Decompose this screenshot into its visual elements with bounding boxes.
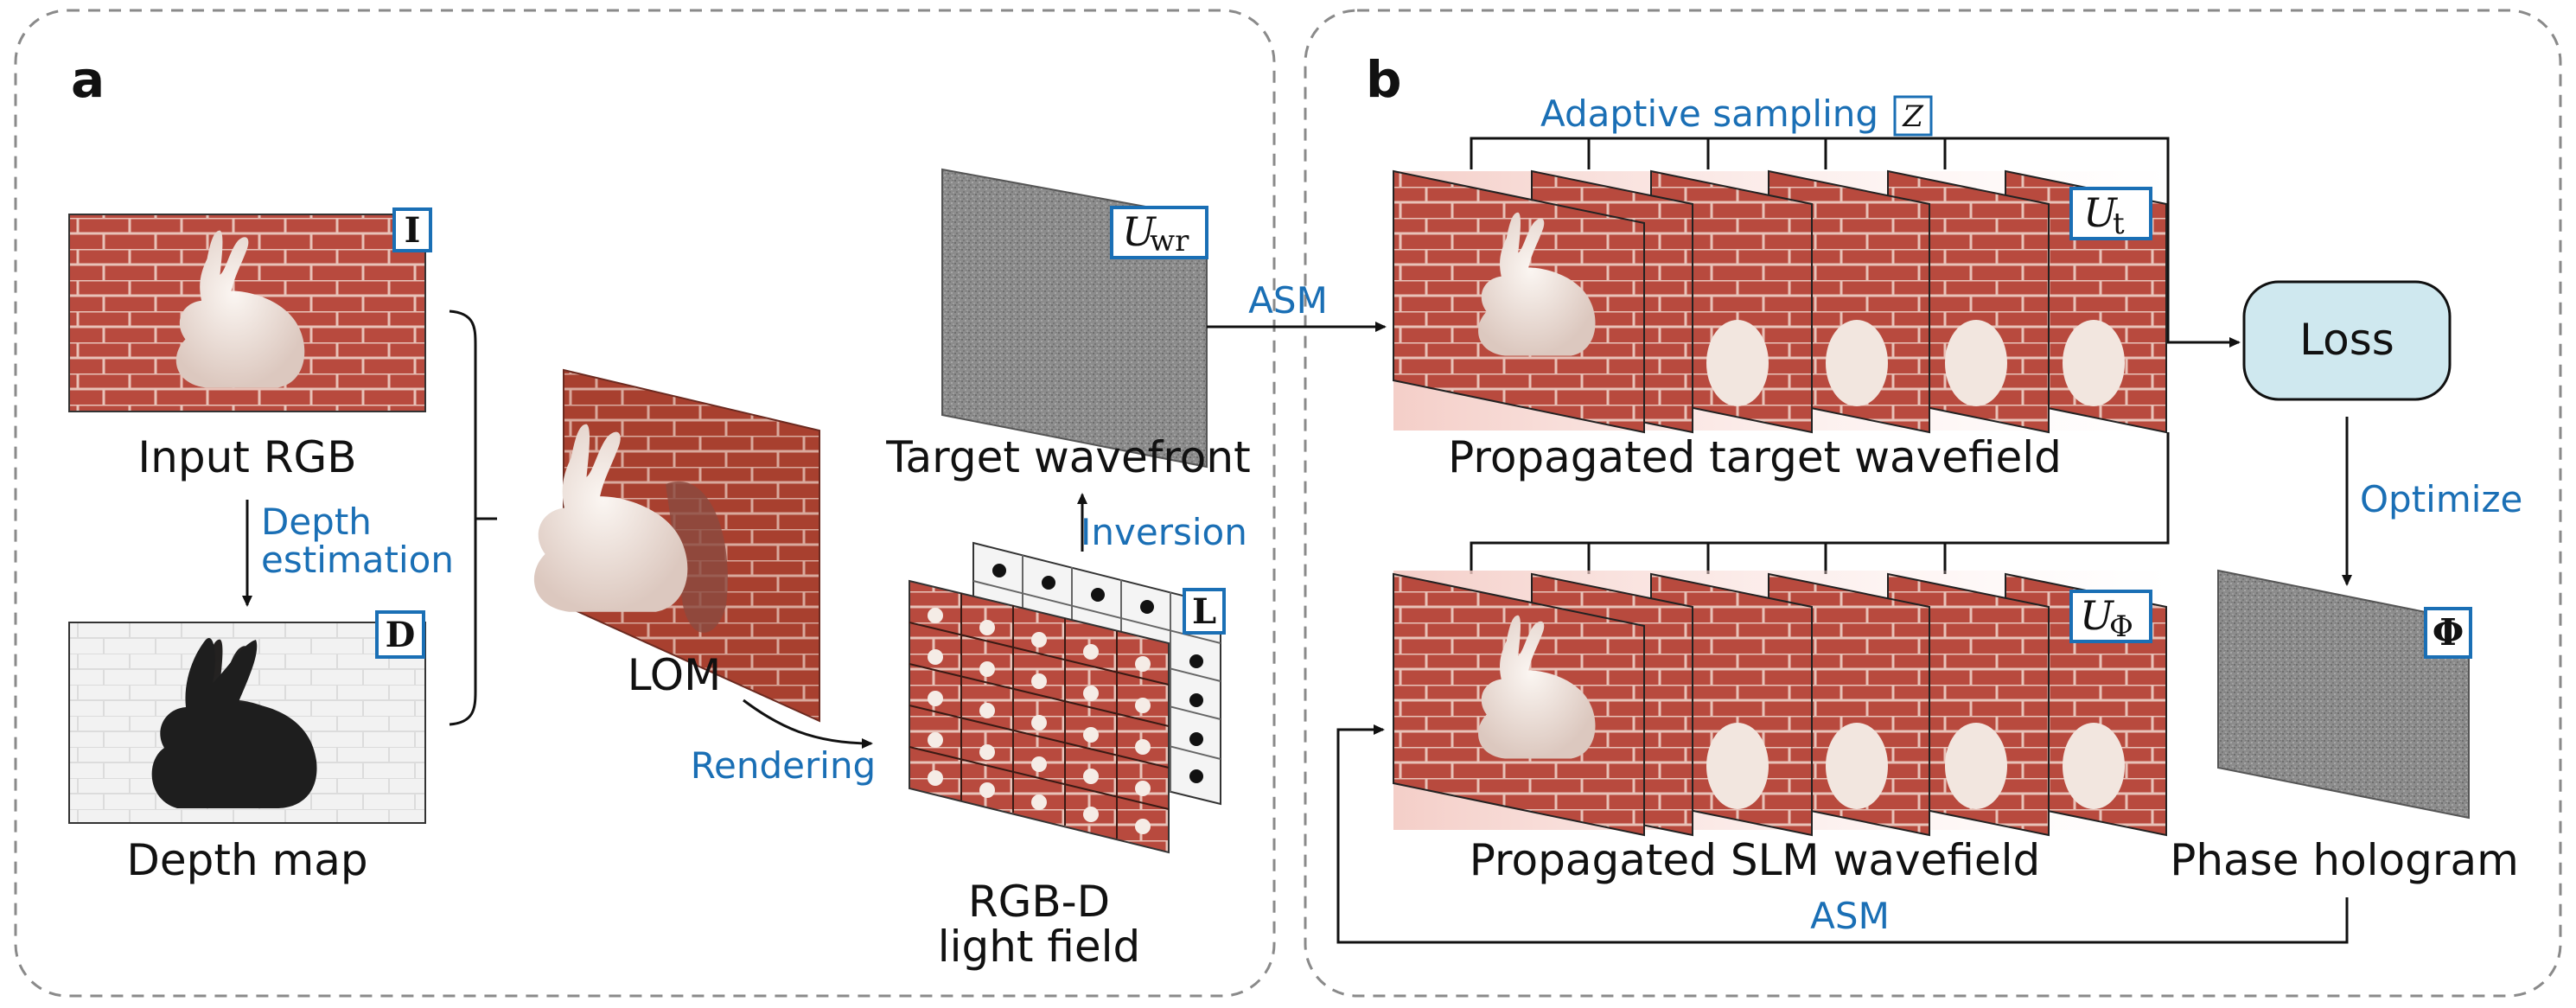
inversion-label: Inversion xyxy=(1081,511,1247,553)
light-field-label-line1: RGB-D xyxy=(968,877,1110,927)
slm-sampling-connector xyxy=(1470,432,2170,574)
loss-box xyxy=(2242,280,2452,401)
optimize-label: Optimize xyxy=(2360,478,2522,520)
rendering-label: Rendering xyxy=(691,744,876,787)
svg-text:Φ: Φ xyxy=(2433,611,2464,654)
input-rgb-label: Input RGB xyxy=(137,432,356,482)
light-field-symbol: L xyxy=(1183,588,1226,635)
svg-text:t: t xyxy=(2113,207,2125,241)
adaptive-sampling-symbol: Z xyxy=(1893,95,1933,137)
depth-estimation-label-line2: estimation xyxy=(261,539,454,581)
asm-bottom-loop xyxy=(1336,724,2349,944)
target-stack-label: Propagated target wavefield xyxy=(1448,432,2062,482)
phase-hologram-image xyxy=(2217,569,2470,820)
asm-top-label: ASM xyxy=(1248,279,1328,322)
depth-map-image xyxy=(68,622,426,824)
svg-text:L: L xyxy=(1192,591,1216,632)
svg-text:Φ: Φ xyxy=(2109,609,2133,644)
svg-text:I: I xyxy=(405,210,421,251)
target-stack xyxy=(1393,169,2167,434)
rendering-arrow xyxy=(743,699,873,749)
svg-text:D: D xyxy=(386,615,416,655)
slm-stack xyxy=(1393,572,2167,837)
panel-a-letter: a xyxy=(71,50,105,109)
depth-estimation-label-line1: Depth xyxy=(261,501,372,543)
lom-label: LOM xyxy=(628,650,722,700)
loss-label: Loss xyxy=(2299,315,2394,365)
slm-stack-label: Propagated SLM wavefield xyxy=(1470,835,2040,885)
adaptive-sampling-label: Adaptive sampling xyxy=(1540,93,1878,135)
depth-map-label: Depth map xyxy=(126,835,367,885)
target-stack-symbol: U t xyxy=(2069,187,2152,241)
target-wavefront-label: Target wavefront xyxy=(885,432,1250,482)
svg-text:U: U xyxy=(2080,592,2115,639)
input-rgb-symbol: I xyxy=(392,207,432,252)
rgb-light-field-grid xyxy=(909,579,1170,854)
target-wavefront-symbol: U wr xyxy=(1110,206,1208,259)
asm-bottom-label: ASM xyxy=(1810,895,1890,937)
light-field-label-line2: light field xyxy=(938,922,1141,972)
slm-stack-symbol: U Φ xyxy=(2069,590,2152,644)
phase-hologram-label: Phase hologram xyxy=(2170,835,2519,885)
lom-image xyxy=(533,368,820,723)
svg-text:U: U xyxy=(2083,189,2119,236)
panel-b-frame xyxy=(1304,9,2562,998)
svg-text:U: U xyxy=(1122,208,1157,255)
svg-text:wr: wr xyxy=(1150,224,1189,258)
phase-hologram-symbol: Φ xyxy=(2424,607,2472,659)
combine-bracket xyxy=(449,309,497,726)
depth-map-symbol: D xyxy=(375,610,425,659)
panel-b-letter: b xyxy=(1366,50,1402,109)
input-rgb-image xyxy=(68,214,426,412)
svg-text:Z: Z xyxy=(1902,99,1924,134)
